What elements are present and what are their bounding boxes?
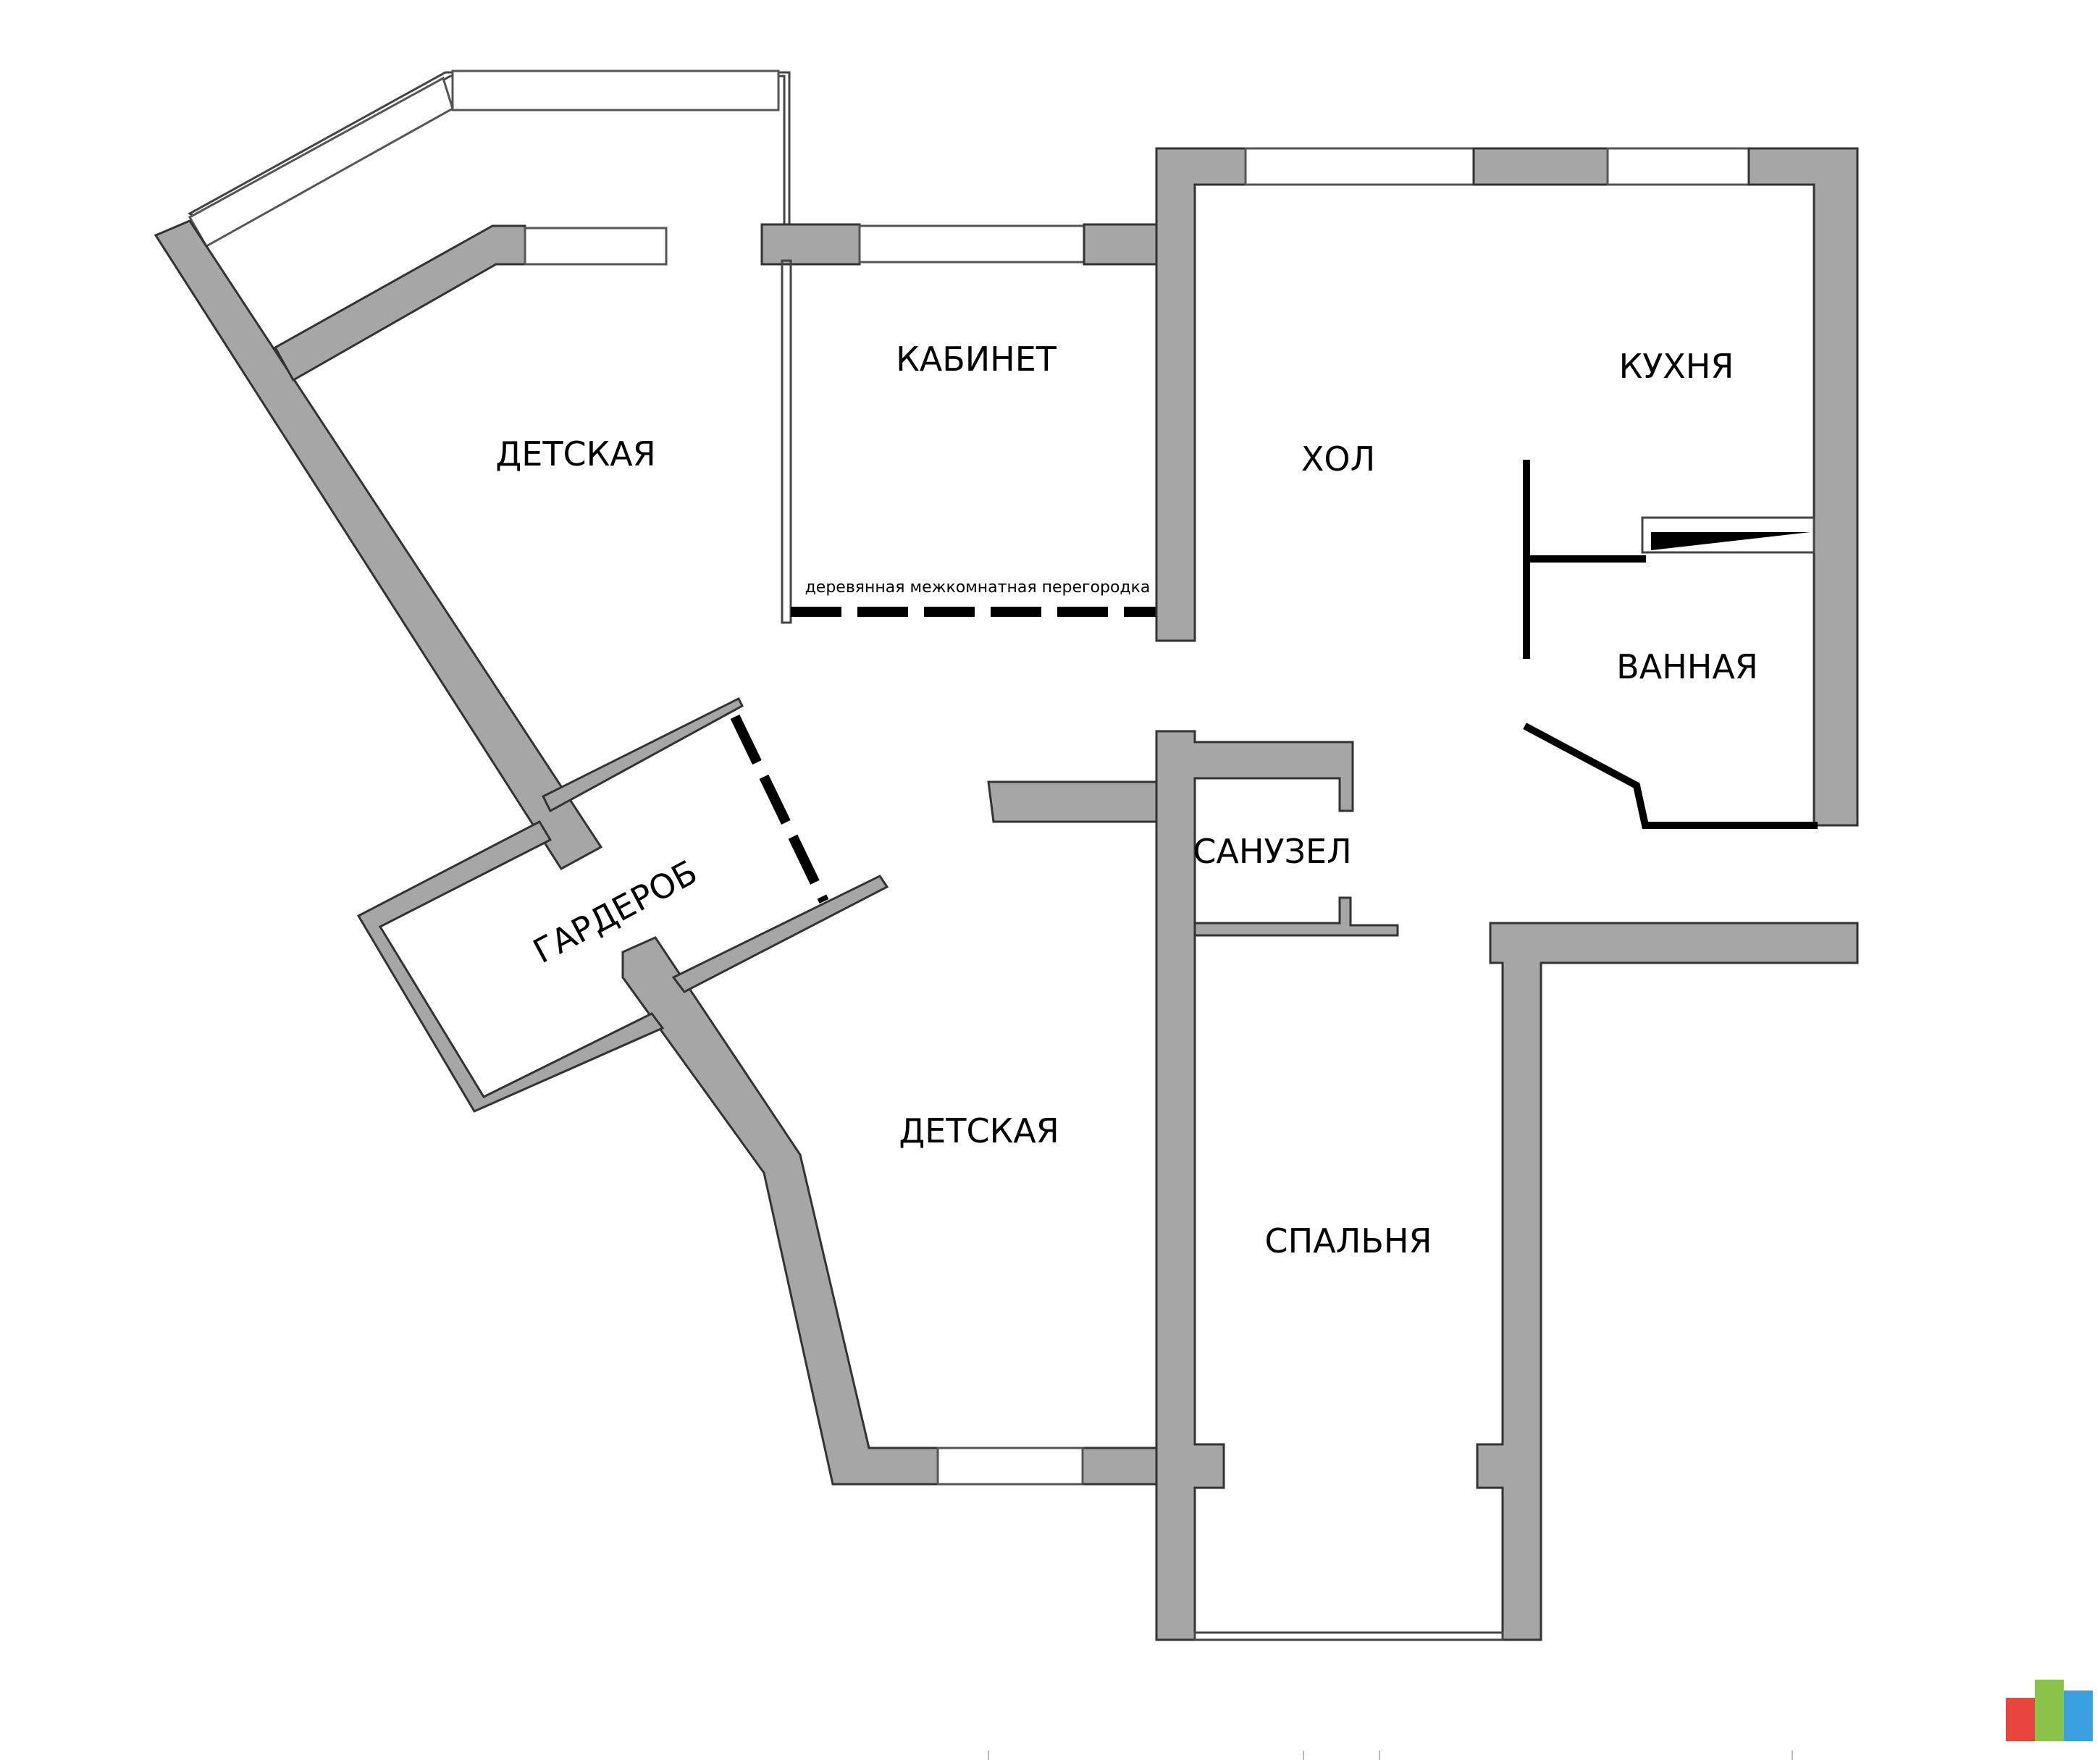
window-cabinet xyxy=(858,224,1085,264)
label-kabinet: КАБИНЕТ xyxy=(896,340,1057,379)
label-hol: ХОЛ xyxy=(1301,439,1375,479)
window-hall xyxy=(1244,147,1475,186)
garderob-partition xyxy=(730,714,829,904)
logo-icon xyxy=(2006,1680,2093,1741)
wall-garderob-top xyxy=(541,696,744,813)
note-partition: деревянная межкомнатная перегородка xyxy=(805,578,1151,597)
window-detskaya-bottom xyxy=(936,1447,1084,1486)
wall-garderob-outer xyxy=(356,820,665,1113)
wall-detskaya-bottom-top xyxy=(987,780,1158,823)
wall-bath-top xyxy=(1641,516,1815,554)
wall-hall-top-mid xyxy=(1472,147,1609,186)
label-detskaya-bottom: ДЕТСКАЯ xyxy=(899,1111,1059,1150)
wall-bedroom-right xyxy=(1476,922,1859,1641)
label-detskaya-top: ДЕТСКАЯ xyxy=(495,434,655,473)
wall-cabinet-top-left xyxy=(760,223,861,266)
wall-kitchen-right xyxy=(1747,147,1859,827)
balcony-window-slanted xyxy=(188,76,454,248)
wall-garderob-bottom xyxy=(671,875,889,993)
bottom-ticks xyxy=(988,1751,1793,1760)
bath-fixture xyxy=(1651,532,1810,550)
wall-sanuzel-bottom xyxy=(1193,896,1399,937)
wall-cabinet-top-right xyxy=(1083,223,1158,266)
label-vannaya: ВАННАЯ xyxy=(1616,647,1758,686)
wall-detskaya-bottom-left xyxy=(621,936,1158,1486)
wall-middle-column xyxy=(1155,730,1354,1641)
label-spalnya: СПАЛЬНЯ xyxy=(1265,1221,1432,1260)
wall-bedroom-bottom xyxy=(1193,1631,1504,1641)
label-kuhnya: КУХНЯ xyxy=(1619,347,1734,386)
label-garderob: ГАРДЕРОБ xyxy=(526,852,703,971)
wall-top-left-balcony xyxy=(273,224,526,382)
balcony-window-top xyxy=(451,70,780,111)
wall-top-left-outer xyxy=(154,219,603,870)
label-sanuzel: САНУЗЕЛ xyxy=(1193,832,1351,871)
window-kitchen xyxy=(1606,147,1750,186)
bath-door-lower xyxy=(1523,723,1818,829)
wall-hall-left xyxy=(1155,147,1247,642)
wall-cabinet-left xyxy=(781,259,792,624)
window-detskaya-top xyxy=(524,227,668,266)
